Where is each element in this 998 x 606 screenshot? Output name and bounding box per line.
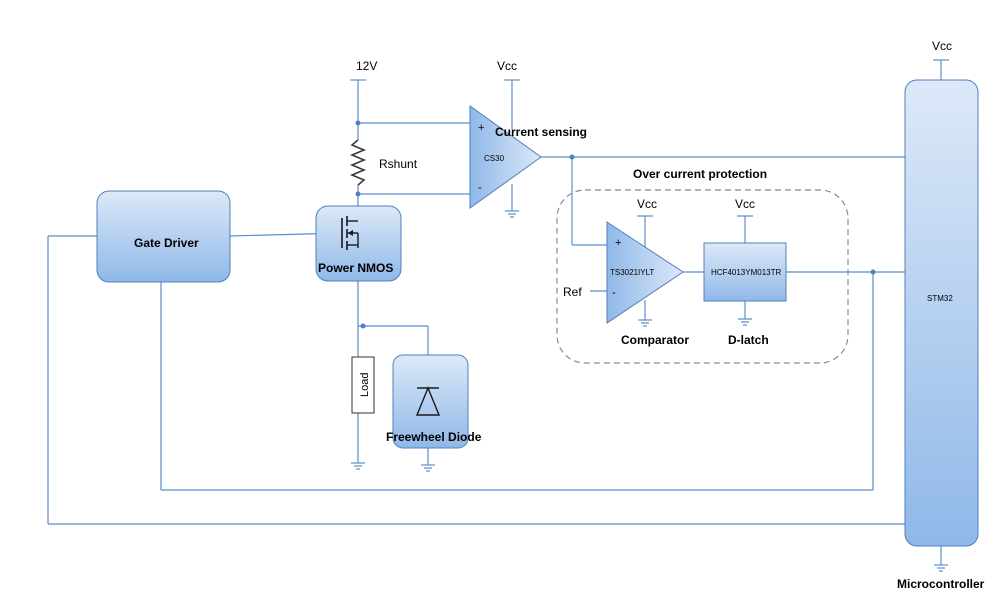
vcc-mcu-label: Vcc: [932, 39, 952, 53]
vcc-amp-label: Vcc: [497, 59, 517, 73]
junction-dots: [355, 120, 876, 329]
junction-dot: [360, 323, 366, 329]
mcu-part-label: STM32: [927, 294, 953, 303]
latch-part-label: HCF4013YM013TR: [711, 268, 781, 277]
gate-driver-label: Gate Driver: [134, 236, 199, 250]
supply-ticks: [350, 59, 949, 217]
gate-driver-block[interactable]: [96, 190, 231, 283]
ground-symbols: [351, 210, 948, 572]
amp-plus-label: +: [478, 122, 484, 134]
rshunt-label: Rshunt: [379, 157, 418, 171]
microcontroller-block[interactable]: [904, 79, 979, 547]
current-sense-amplifier[interactable]: [469, 105, 542, 209]
comparator-label: Comparator: [621, 333, 689, 347]
ref-label: Ref: [563, 285, 582, 299]
ground-icon: [351, 462, 365, 470]
ground-icon: [505, 210, 519, 218]
diode-icon: [415, 386, 441, 416]
amp-minus-label: -: [478, 182, 482, 194]
junction-dot: [569, 154, 575, 160]
load-block[interactable]: [351, 356, 375, 414]
ocp-title-label: Over current protection: [633, 167, 767, 181]
ocp-group-border: [556, 189, 849, 364]
vcc-comp-label: Vcc: [637, 197, 657, 211]
comp-part-label: TS3021IYLT: [610, 268, 654, 277]
ground-icon: [638, 319, 652, 327]
shunt-resistor-icon: [349, 139, 367, 186]
amp-part-label: CS30: [484, 154, 505, 163]
microcontroller-label: Microcontroller: [897, 577, 985, 591]
junction-dot: [870, 269, 876, 275]
wires: [47, 60, 942, 565]
comp-plus-label: +: [615, 237, 621, 249]
freewheel-diode-label: Freewheel Diode: [386, 430, 482, 444]
freewheel-diode-block[interactable]: [392, 354, 469, 449]
junction-dot: [355, 120, 361, 126]
vcc-latch-label: Vcc: [735, 197, 755, 211]
dlatch-block[interactable]: [703, 242, 787, 302]
power-nmos-label: Power NMOS: [318, 261, 393, 275]
ground-icon: [738, 318, 752, 326]
ground-icon: [421, 464, 435, 472]
supply-12v-label: 12V: [356, 59, 377, 73]
current-sensing-label: Current sensing: [495, 125, 587, 139]
dlatch-label: D-latch: [728, 333, 769, 347]
load-label: Load: [359, 373, 371, 397]
junction-dot: [355, 191, 361, 197]
comparator-amplifier[interactable]: [606, 221, 684, 324]
ground-icon: [934, 564, 948, 572]
nmos-transistor-icon: [341, 216, 359, 250]
comp-minus-label: -: [612, 287, 616, 299]
